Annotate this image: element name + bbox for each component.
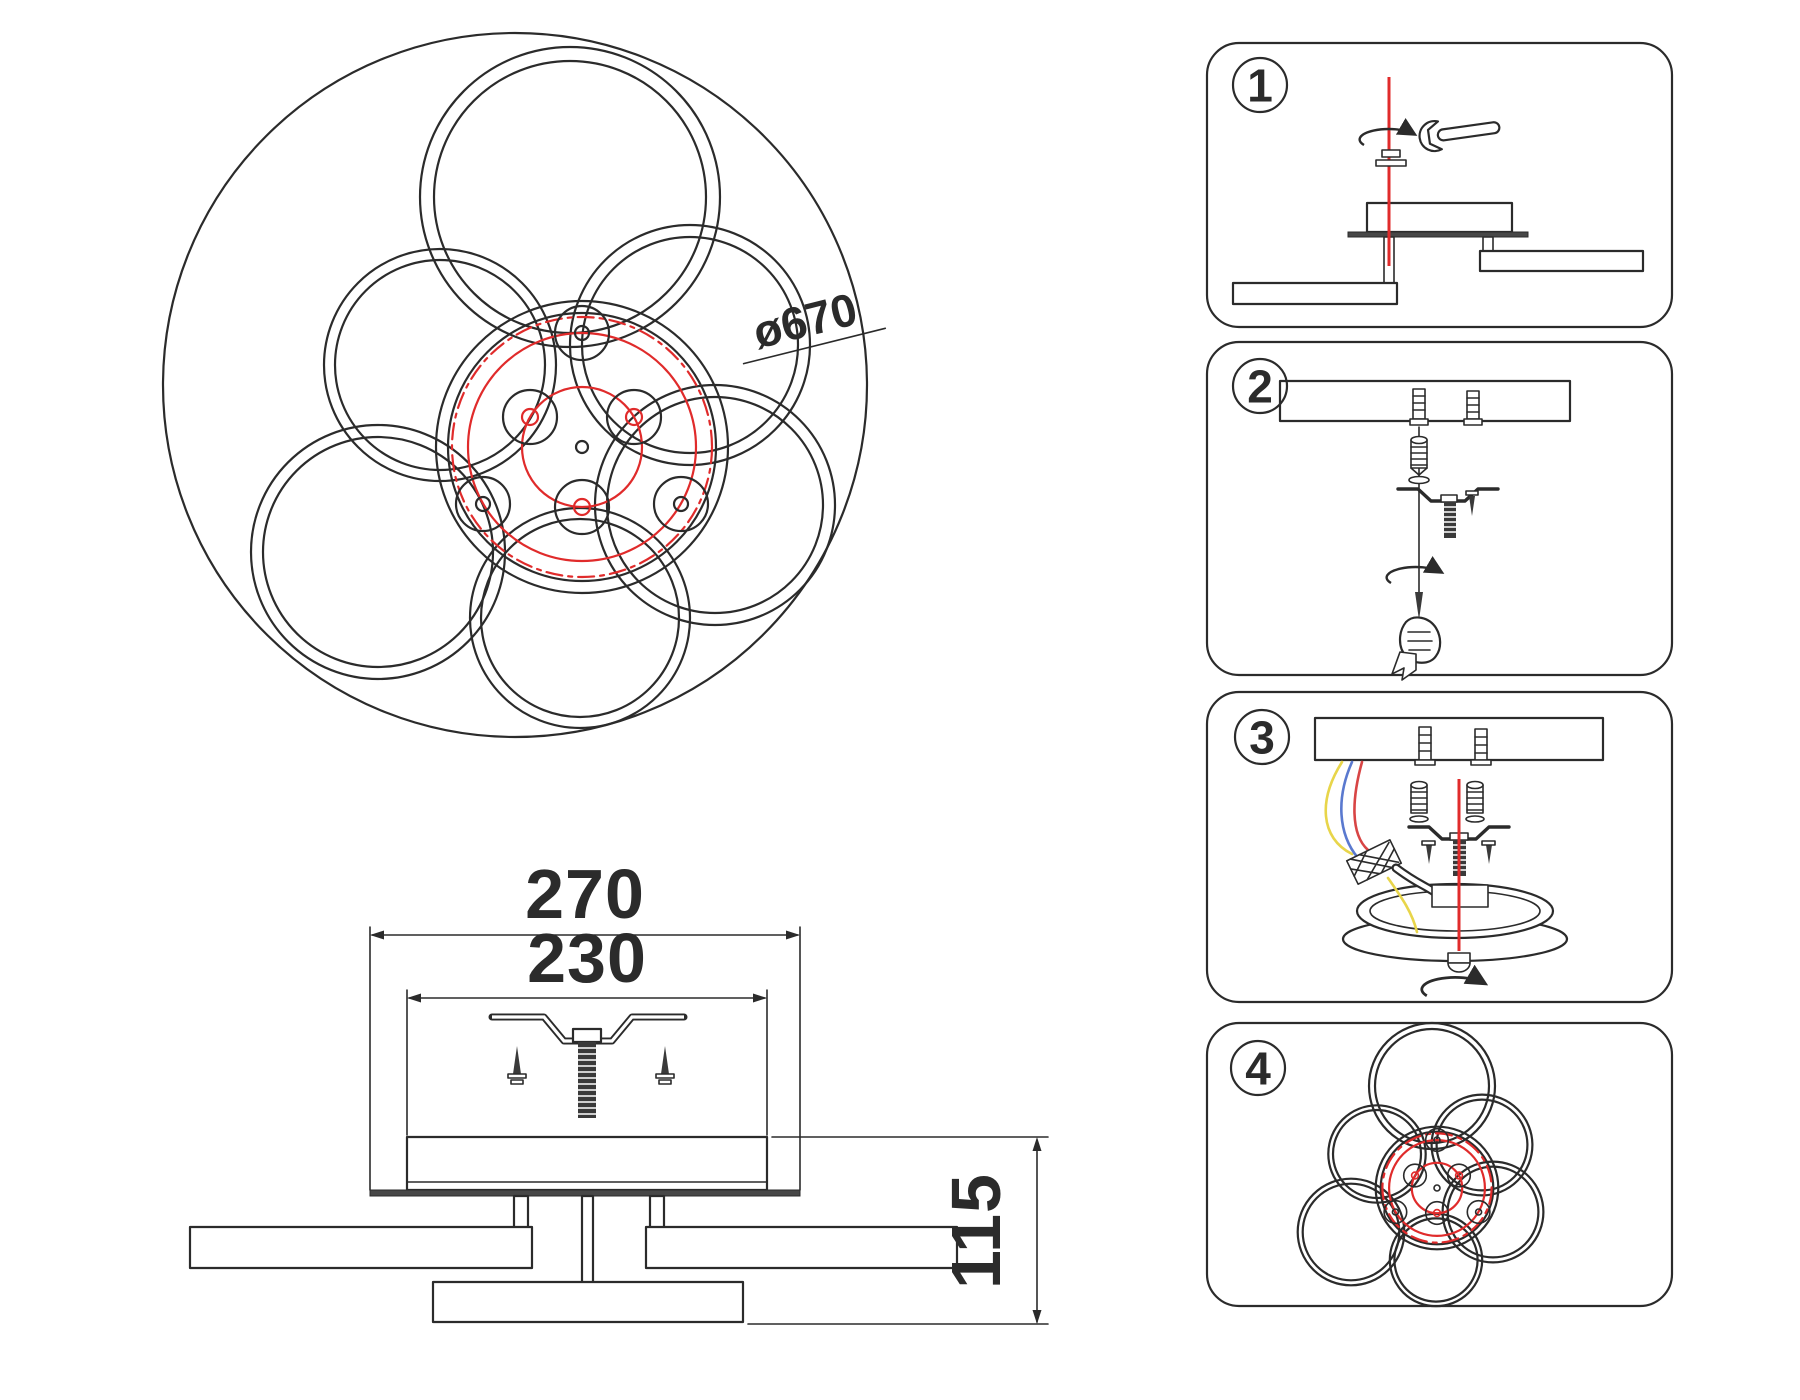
step-1-illustration <box>1231 77 1645 306</box>
step-4-number: 4 <box>1245 1043 1271 1095</box>
step-2-number: 2 <box>1247 361 1273 413</box>
mounting-bracket-step2 <box>1396 487 1500 538</box>
wall-anchor-right <box>1463 390 1483 426</box>
step-1-number: 1 <box>1247 60 1273 112</box>
ceiling-wall <box>1313 716 1605 762</box>
expansion-plug-left <box>1409 780 1429 823</box>
wire-red <box>1353 760 1370 852</box>
hand-icon <box>1391 616 1442 681</box>
expansion-plug <box>1410 435 1428 476</box>
step-3-badge: 3 <box>1233 708 1291 766</box>
canopy-hub <box>434 299 730 595</box>
wire-connector <box>1345 838 1403 886</box>
height-dimension: 115 <box>747 1136 1049 1325</box>
wall-anchor-left <box>1409 388 1429 426</box>
step-3-number: 3 <box>1249 712 1275 764</box>
side-view-drawing: 270 230 <box>188 855 1049 1325</box>
step-panels: 1 2 3 4 <box>1205 41 1674 1308</box>
wire-yellow <box>1324 760 1354 856</box>
expansion-plug-right <box>1465 780 1485 823</box>
light-rings <box>249 45 837 730</box>
mount-width-dimension: 230 <box>406 919 768 1136</box>
canopy-ring <box>1341 882 1569 963</box>
step-panel-3 <box>1205 690 1674 1004</box>
wall-anchor-right <box>1470 728 1492 766</box>
step-4-badge: 4 <box>1229 1039 1287 1097</box>
canopy-hub-small <box>1374 1125 1500 1251</box>
step-4-illustration <box>1296 1021 1545 1308</box>
ring-arms <box>188 1194 959 1324</box>
finial-cap <box>1447 952 1471 973</box>
mount-width-label: 230 <box>527 919 647 997</box>
wrench-icon <box>1418 119 1501 153</box>
height-label: 115 <box>937 1173 1015 1289</box>
step-panel-2 <box>1205 340 1674 677</box>
mounting-bracket <box>488 1013 688 1118</box>
step-1-badge: 1 <box>1231 56 1289 114</box>
step-3-illustration <box>1313 716 1605 996</box>
wire-blue <box>1340 760 1360 860</box>
overall-width-label: 270 <box>525 855 645 933</box>
wire-yellow-tail <box>1386 876 1419 934</box>
overall-diameter-circle <box>161 31 869 739</box>
overall-width-dimension: 270 <box>369 855 801 1191</box>
top-view-drawing: ø670 <box>161 31 887 739</box>
screw-left <box>507 1045 527 1085</box>
canopy-cross-section <box>369 1135 801 1197</box>
diameter-label: ø670 <box>748 283 862 359</box>
wall-anchor-left <box>1414 726 1436 766</box>
step-2-badge: 2 <box>1231 357 1289 415</box>
screw-right <box>655 1045 675 1085</box>
step-2-illustration <box>1278 379 1572 681</box>
cable-end <box>1415 592 1423 620</box>
